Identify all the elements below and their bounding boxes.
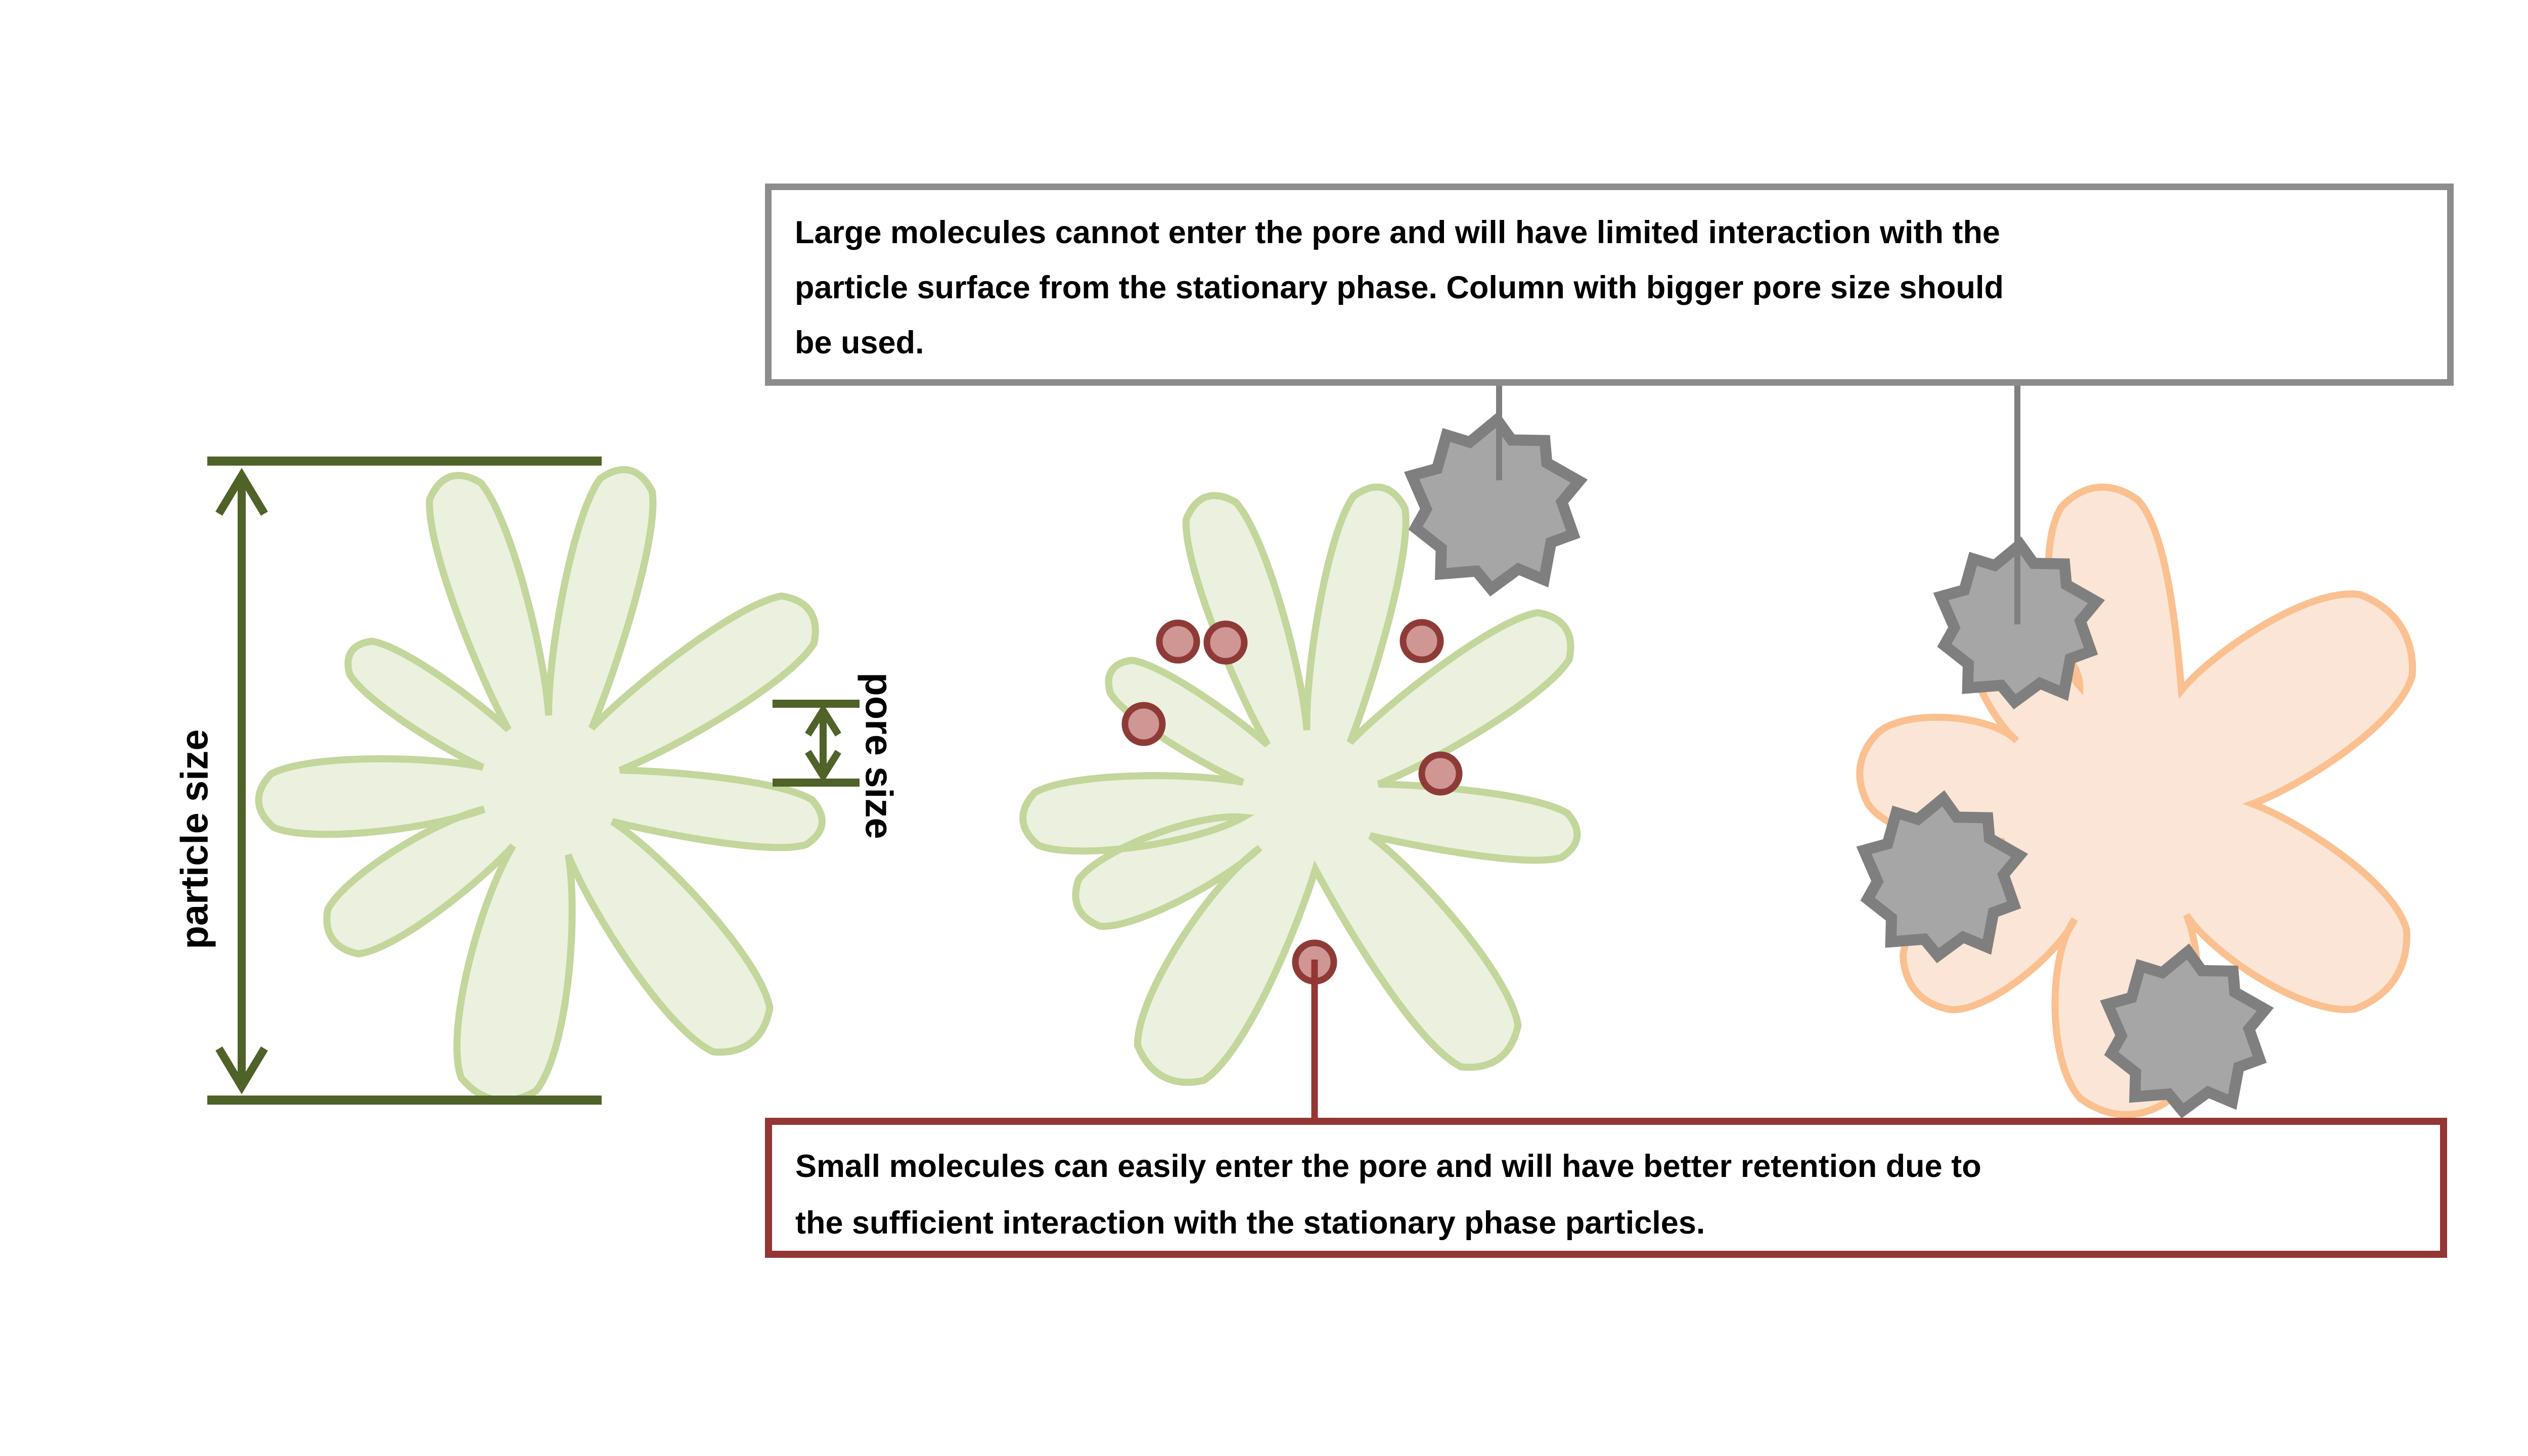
top-callout-line2: particle surface from the stationary pha… [795,270,2004,305]
top-callout-line3: be used. [795,325,924,360]
bottom-callout-box: Small molecules can easily enter the por… [765,1118,2447,1258]
small-molecule-icon-1 [1156,619,1200,664]
small-molecule-icon-3 [1400,619,1444,663]
large-molecule-icon-top-middle [1404,412,1588,597]
large-molecule-icon-right-left [1856,790,2028,964]
small-molecule-icon-5 [1418,751,1463,796]
small-pore-particle-annotated [255,466,826,1104]
large-molecule-icon-right-bottom [2100,943,2274,1119]
small-molecule-icon-2 [1203,620,1248,665]
small-molecule-icon-4 [1121,702,1166,746]
bottom-callout-line2: the sufficient interaction with the stat… [795,1205,1705,1241]
particle-size-arrowhead-down-icon [215,1046,268,1095]
particle-size-label: particle size [173,729,216,949]
pore-size-arrowhead-up-icon [805,703,841,737]
top-callout-box: Large molecules cannot enter the pore an… [765,184,2454,386]
particle-size-arrowhead-up-icon [215,468,268,516]
pore-size-label: pore size [857,672,900,839]
pore-size-arrowhead-down-icon [805,750,841,783]
bottom-callout-line1: Small molecules can easily enter the por… [795,1149,1981,1184]
small-pore-particle-with-molecules [1019,483,1581,1086]
top-callout-line1: Large molecules cannot enter the pore an… [795,215,2000,250]
